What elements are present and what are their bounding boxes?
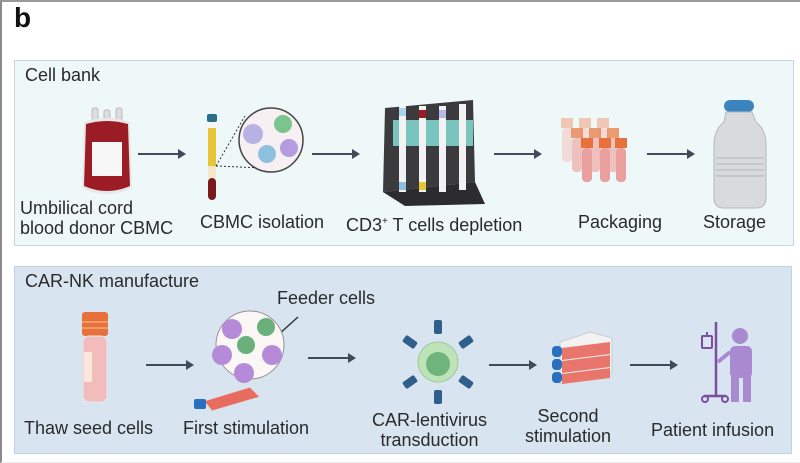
arrow-icon [308,353,356,363]
label-line: Umbilical cord [20,198,134,218]
step-label-second-stimulation: Second stimulation [525,406,611,446]
cryovials-icon [561,118,627,182]
label-line: blood donor CBMC [20,218,174,238]
label-text: T cells depletion [387,215,523,235]
arrow-icon [138,149,186,159]
magnetic-separator-icon [383,100,485,206]
dewar-flask-icon [713,100,767,209]
cell-bank-title: Cell bank [25,65,101,85]
label-line: CAR-lentivirus [372,410,488,430]
car-nk-panel: CAR-NK manufacture [14,266,792,454]
car-nk-title: CAR-NK manufacture [25,271,200,291]
superscript: + [382,216,388,227]
step-label-thaw: Thaw seed cells [24,418,154,438]
multilayer-flask-icon [552,331,613,385]
arrow-icon [489,360,537,370]
arrow-icon [630,360,678,370]
step-label-storage: Storage [703,212,767,232]
arrow-icon [312,149,360,159]
label-line: Second [537,406,599,426]
step-label-packaging: Packaging [578,212,663,232]
label-text: CD3 [346,215,383,235]
feeder-cells-label: Feeder cells [277,288,376,308]
culture-flask-icon [194,310,299,412]
step-label-cord-blood: Umbilical cord blood donor CBMC [20,198,173,238]
arrow-icon [647,149,695,159]
label-line: stimulation [525,426,612,446]
car-nk-cell-icon [402,320,474,404]
step-label-cbmc-isolation: CBMC isolation [200,212,325,232]
step-label-first-stimulation: First stimulation [183,418,310,438]
arrow-icon [146,360,194,370]
patient-iv-icon [701,322,752,403]
arrow-icon [494,149,542,159]
blood-bag-icon [82,107,132,194]
centrifuge-tube-icon [207,107,304,200]
cryovial-icon [82,312,108,403]
step-label-cd3-depletion: CD3+ T cells depletion [346,212,522,235]
step-label-patient-infusion: Patient infusion [651,420,775,440]
panel-letter: b [14,2,32,33]
step-label-transduction: CAR-lentivirus transduction [372,410,487,450]
label-line: transduction [380,430,479,450]
